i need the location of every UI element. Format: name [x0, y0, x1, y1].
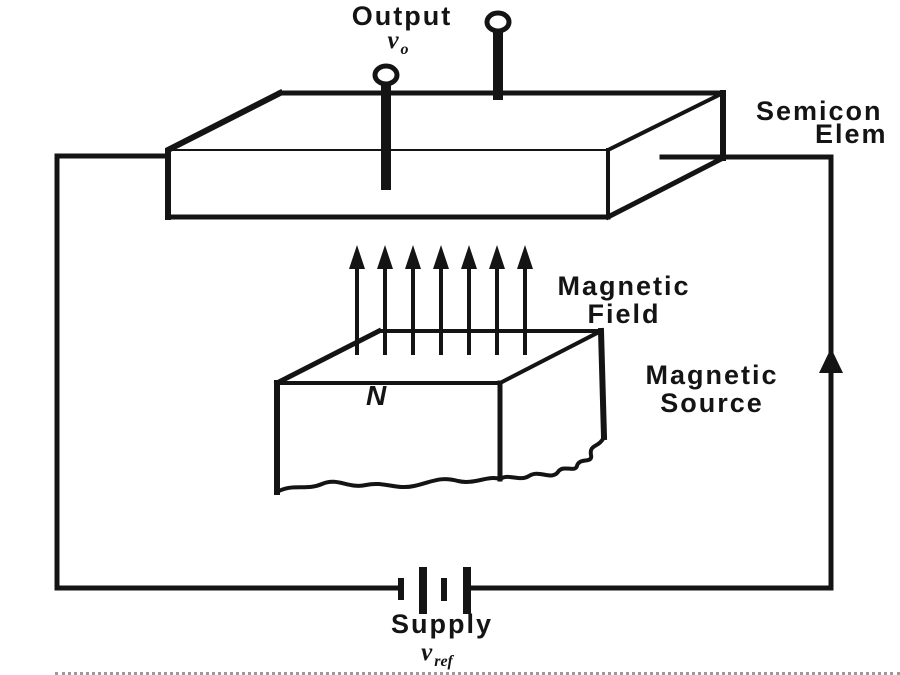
- field-arrow-head-icon: [517, 245, 533, 269]
- output-terminals: [372, 10, 512, 190]
- current-arrow-icon: [819, 348, 843, 373]
- battery-symbol: [398, 567, 471, 614]
- magnet-torn-front-edge: [274, 476, 503, 495]
- magnetic-source-label-line1: Magnetic: [645, 360, 779, 390]
- magnet-left-top-slant: [273, 327, 383, 387]
- slab-left-edges: [165, 88, 285, 220]
- battery-plate-short: [441, 578, 447, 601]
- supply-label: Supply: [390, 609, 493, 639]
- magnetic-source-label: Magnetic Source: [602, 361, 822, 417]
- magnet-torn-right-edge: [497, 434, 607, 482]
- supply-voltage-symbol: v: [421, 639, 435, 666]
- scan-artifact-line: [55, 669, 900, 675]
- field-arrow-head-icon: [377, 245, 393, 269]
- terminal-ring-icon: [484, 10, 512, 34]
- magnetic-source-box: [273, 327, 608, 495]
- battery-plate-long: [463, 567, 471, 614]
- field-arrow-head-icon: [349, 245, 365, 269]
- field-arrow-head-icon: [433, 245, 449, 269]
- battery-plate-long: [419, 567, 427, 614]
- semiconductor-label-line2: Elem: [815, 119, 888, 149]
- magnetic-field-label-line1: Magnetic: [557, 271, 691, 301]
- magnetic-source-label-line2: Source: [660, 388, 764, 418]
- terminal-ring-icon: [372, 63, 400, 87]
- output-voltage-symbol: v: [387, 27, 401, 54]
- semiconductor-label-line1: Semicon: [756, 96, 883, 126]
- field-arrow-head-icon: [405, 245, 421, 269]
- magnet-pole-label: N: [366, 380, 389, 411]
- left-circuit-wire: [54, 153, 401, 591]
- magnet-back-right-edge: [597, 327, 608, 441]
- magnetic-field-arrows: [349, 245, 533, 355]
- output-voltage-label: vo: [288, 27, 508, 64]
- output-voltage-subscript: o: [400, 41, 409, 58]
- magnet-right-top-slant: [497, 328, 604, 386]
- supply-voltage-subscript: ref: [434, 653, 453, 670]
- output-label: Output: [351, 1, 453, 31]
- battery-plate-short: [398, 578, 404, 600]
- magnetic-field-label-line2: Field: [587, 299, 661, 329]
- field-arrow-head-icon: [489, 245, 505, 269]
- field-arrow-head-icon: [461, 245, 477, 269]
- semiconductor-element-box: [165, 88, 727, 221]
- slab-bottom-right-slant: [604, 154, 727, 221]
- slab-right-top-slant: [605, 90, 726, 153]
- supply-voltage-label: vref: [327, 639, 547, 675]
- magnetic-field-label: Magnetic Field: [514, 272, 734, 328]
